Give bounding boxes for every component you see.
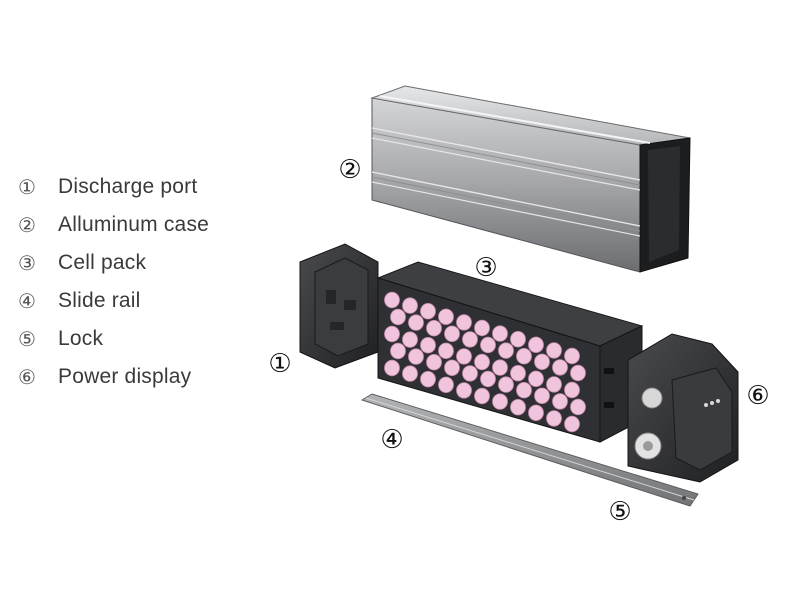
battery-cell bbox=[444, 359, 460, 377]
legend-number: ② bbox=[18, 214, 36, 237]
cell-array bbox=[384, 291, 586, 433]
battery-cell bbox=[408, 314, 424, 331]
battery-cell bbox=[384, 291, 400, 309]
legend-label: Power display bbox=[58, 365, 192, 388]
battery-cell bbox=[516, 348, 532, 365]
battery-cell bbox=[498, 342, 514, 359]
battery-cell bbox=[546, 342, 562, 359]
legend-number: ④ bbox=[18, 290, 36, 313]
battery-cell bbox=[498, 376, 514, 393]
legend-item: ⑤ Lock bbox=[18, 320, 209, 358]
battery-cell bbox=[390, 342, 406, 360]
battery-cell bbox=[456, 314, 472, 331]
legend-item: ⑥ Power display bbox=[18, 358, 209, 396]
battery-cell bbox=[552, 393, 568, 410]
legend-number: ⑤ bbox=[18, 328, 36, 351]
legend: ① Discharge port ② Alluminum case ③ Cell pa… bbox=[18, 168, 209, 396]
battery-cell bbox=[420, 303, 436, 320]
battery-cell bbox=[564, 381, 580, 399]
battery-cell bbox=[402, 365, 418, 382]
battery-cell bbox=[552, 359, 568, 376]
legend-label: Lock bbox=[58, 327, 104, 350]
battery-cell bbox=[384, 325, 400, 343]
slide-rail bbox=[360, 393, 699, 507]
discharge-port-cap bbox=[299, 243, 379, 369]
battery-cell bbox=[408, 348, 424, 365]
legend-item: ② Alluminum case bbox=[18, 206, 209, 244]
battery-cell bbox=[462, 365, 478, 382]
battery-cell bbox=[528, 336, 544, 354]
battery-cell bbox=[528, 370, 544, 388]
callout-slide-rail: ④ bbox=[380, 425, 403, 455]
battery-cell bbox=[456, 382, 472, 399]
battery-level-led bbox=[704, 403, 708, 407]
battery-cell bbox=[402, 297, 418, 314]
legend-number: ③ bbox=[18, 252, 36, 275]
battery-cell bbox=[438, 308, 454, 326]
legend-label: Discharge port bbox=[58, 175, 198, 198]
battery-cell bbox=[420, 337, 436, 354]
battery-cell bbox=[384, 359, 400, 377]
legend-label: Cell pack bbox=[58, 251, 147, 274]
battery-cell bbox=[510, 399, 526, 416]
battery-cell bbox=[492, 393, 508, 410]
legend-number: ⑥ bbox=[18, 366, 36, 389]
battery-cell bbox=[438, 376, 454, 394]
legend-item: ① Discharge port bbox=[18, 168, 209, 206]
callout-aluminum-case: ② bbox=[338, 155, 361, 185]
battery-cell bbox=[456, 348, 472, 365]
battery-cell bbox=[516, 382, 532, 399]
legend-number: ① bbox=[18, 176, 36, 199]
battery-cell bbox=[492, 325, 508, 342]
battery-cell bbox=[534, 387, 550, 405]
battery-cell bbox=[570, 364, 586, 382]
battery-cell bbox=[570, 398, 586, 416]
battery-cell bbox=[420, 371, 436, 388]
cell-pack bbox=[376, 261, 644, 443]
battery-cell bbox=[510, 331, 526, 348]
battery-cell bbox=[438, 342, 454, 360]
battery-cell bbox=[546, 376, 562, 393]
battery-cell bbox=[402, 331, 418, 348]
power-display-cap bbox=[627, 333, 739, 483]
battery-cell bbox=[564, 415, 580, 433]
battery-cell bbox=[546, 410, 562, 427]
battery-cell bbox=[426, 320, 442, 337]
battery-cell bbox=[474, 353, 490, 371]
battery-cell bbox=[444, 325, 460, 343]
battery-cell bbox=[564, 347, 580, 365]
battery-cell bbox=[462, 331, 478, 348]
battery-level-led bbox=[716, 399, 720, 403]
callout-lock: ⑤ bbox=[608, 497, 631, 527]
legend-item: ③ Cell pack bbox=[18, 244, 209, 282]
callout-power-display: ⑥ bbox=[746, 381, 769, 411]
legend-item: ④ Slide rail bbox=[18, 282, 209, 320]
battery-cell bbox=[492, 359, 508, 376]
battery-cell bbox=[480, 336, 496, 354]
battery-cell bbox=[390, 308, 406, 326]
battery-cell bbox=[426, 354, 442, 371]
battery-cell bbox=[528, 404, 544, 422]
battery-cell bbox=[480, 370, 496, 388]
battery-level-led bbox=[710, 401, 714, 405]
legend-label: Slide rail bbox=[58, 289, 141, 312]
battery-cell bbox=[510, 365, 526, 382]
power-button-icon bbox=[641, 387, 663, 409]
battery-cell bbox=[534, 353, 550, 371]
battery-cell bbox=[474, 387, 490, 405]
callout-discharge-port: ① bbox=[268, 349, 291, 379]
battery-cell bbox=[474, 319, 490, 337]
callout-cell-pack: ③ bbox=[474, 253, 497, 283]
aluminum-case bbox=[370, 85, 691, 273]
legend-label: Alluminum case bbox=[58, 213, 210, 236]
